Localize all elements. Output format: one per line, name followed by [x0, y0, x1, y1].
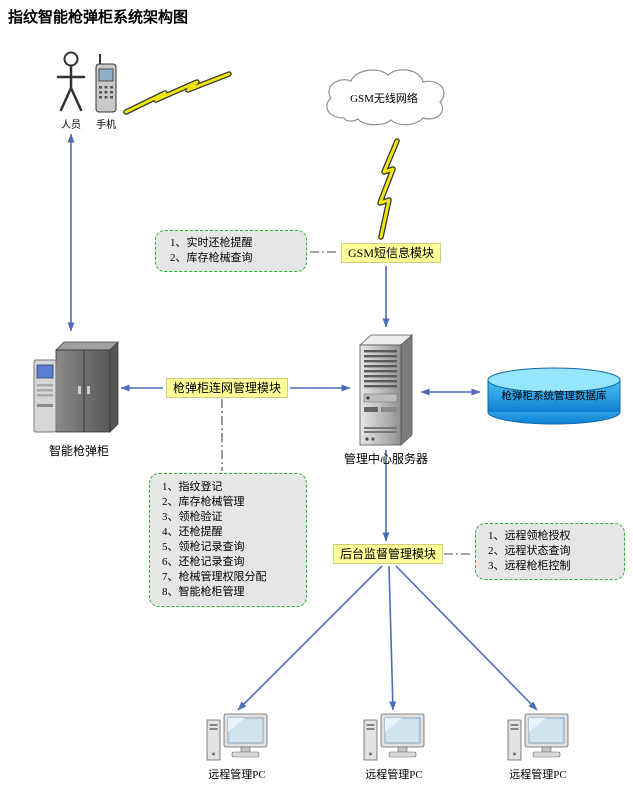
note-line: 1、远程领枪授权: [488, 530, 571, 542]
note-line: 4、还枪提醒: [162, 526, 223, 538]
pc-left-icon: [205, 712, 269, 764]
database-icon: [484, 364, 624, 430]
note-line: 2、库存枪械查询: [170, 252, 253, 264]
gsm-cloud-label: GSM无线网络: [350, 93, 418, 105]
gsm-module-label: GSM短信息模块: [341, 243, 442, 263]
note-line: 3、领枪验证: [162, 511, 223, 523]
note-line: 6、还枪记录查询: [162, 556, 245, 568]
arrow-backend-to-pc-center: [388, 565, 397, 711]
person-label: 人员: [61, 120, 81, 131]
gun-cabinet-icon: [32, 336, 120, 436]
note-line: 8、智能枪柜管理: [162, 586, 245, 598]
pc-right-label: 远程管理PC: [509, 769, 567, 781]
pc-left-label: 远程管理PC: [208, 769, 266, 781]
note-line: 5、领枪记录查询: [162, 541, 245, 553]
lightning-phone-to-cloud-icon: [123, 71, 232, 115]
cabinet-module-label: 枪弹柜连网管理模块: [166, 378, 289, 398]
pc-center-icon: [362, 712, 426, 764]
note-line: 2、远程状态查询: [488, 545, 571, 557]
backend-module-label: 后台监督管理模块: [333, 544, 444, 564]
server-label: 管理中心服务器: [343, 452, 428, 466]
gun-cabinet-label: 智能枪弹柜: [48, 444, 109, 458]
server-icon: [354, 331, 418, 449]
mobile-phone-icon: [94, 52, 118, 114]
page-title: 指纹智能枪弹柜系统架构图: [8, 10, 189, 26]
note-line: 2、库存枪械管理: [162, 496, 245, 508]
person-icon: [48, 50, 94, 116]
database-label: 枪弹柜系统管理数据库: [501, 391, 607, 402]
pc-center-label: 远程管理PC: [365, 769, 423, 781]
note-line: 1、实时还枪提醒: [170, 237, 253, 249]
cabinet-functions-note: 1、指纹登记 2、库存枪械管理 3、领枪验证 4、还枪提醒 5、领枪记录查询 6…: [149, 473, 307, 607]
pc-right-icon: [506, 712, 570, 764]
gsm-cloud-icon: [318, 64, 450, 128]
note-line: 7、枪械管理权限分配: [162, 571, 267, 583]
remote-functions-note: 1、远程领枪授权 2、远程状态查询 3、远程枪柜控制: [475, 523, 625, 580]
arrow-backend-to-pc-right: [395, 565, 538, 711]
lightning-cloud-to-gsm-icon: [377, 138, 400, 240]
note-line: 3、远程枪柜控制: [488, 560, 571, 572]
sms-functions-note: 1、实时还枪提醒 2、库存枪械查询: [155, 230, 307, 272]
note-line: 1、指纹登记: [162, 481, 223, 493]
phone-label: 手机: [96, 120, 116, 131]
